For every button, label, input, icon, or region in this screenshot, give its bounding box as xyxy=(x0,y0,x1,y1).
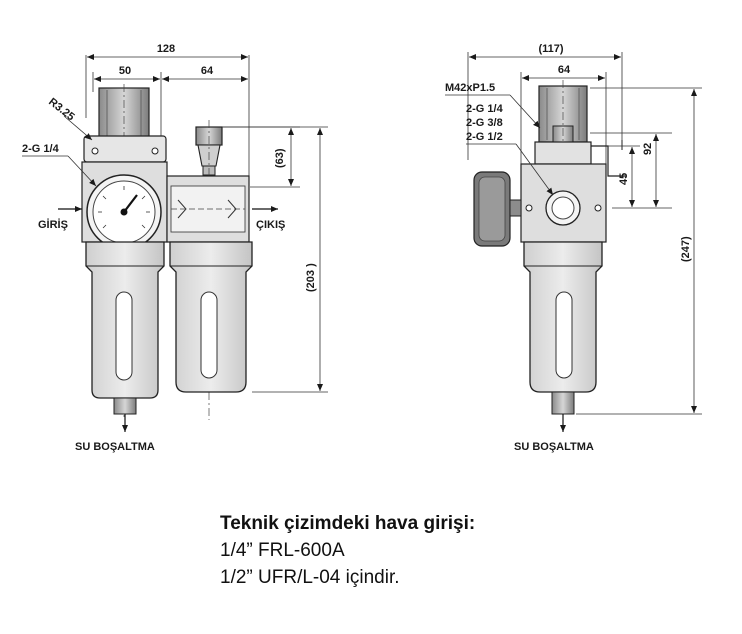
inlet-label: GİRİŞ xyxy=(38,218,68,231)
dim-92: 92 xyxy=(642,143,654,155)
thread-label: M42xP1.5 xyxy=(445,82,495,94)
dim-total-height: (203 ) xyxy=(305,263,317,292)
dim-overall-width: 128 xyxy=(157,43,175,55)
caption-line-1: 1/4” FRL-600A xyxy=(220,540,345,561)
caption-block: Teknik çizimdeki hava girişi: 1/4” FRL-6… xyxy=(220,510,475,591)
right-sight-window xyxy=(555,291,573,379)
drain-label-right: SU BOŞALTMA xyxy=(514,441,594,453)
dim-lubricator-width: 64 xyxy=(201,65,214,77)
dim-body-width: 64 xyxy=(558,64,571,76)
lubricator-sight-window xyxy=(200,291,218,379)
caption-line-2: 1/2” UFR/L-04 içindir. xyxy=(220,567,400,588)
left-view: 128 50 64 xyxy=(22,43,328,453)
sight-window xyxy=(115,291,133,381)
dim-total-height-right: (247) xyxy=(680,236,692,262)
right-view: (117) 64 M42xP1.5 xyxy=(445,43,702,453)
port-label-3: 2-G 1/2 xyxy=(466,131,503,143)
mounting-bracket xyxy=(591,145,626,177)
dim-upper-height: (63) xyxy=(274,148,286,168)
port-label-1: 2-G 1/4 xyxy=(466,103,504,115)
port-label: 2-G 1/4 xyxy=(22,143,60,155)
port-label-2: 2-G 3/8 xyxy=(466,117,503,129)
gauge-needle xyxy=(123,194,138,213)
outlet-label: ÇIKIŞ xyxy=(256,219,285,231)
drain-valve xyxy=(113,397,137,415)
right-drain-valve xyxy=(551,391,575,415)
dim-regulator-width: 50 xyxy=(119,65,131,77)
dim-overall-width-right: (117) xyxy=(538,43,563,55)
dim-45: 45 xyxy=(618,173,630,185)
drain-label-left: SU BOŞALTMA xyxy=(75,441,155,453)
radius-label: R3.25 xyxy=(46,96,77,124)
caption-heading: Teknik çizimdeki hava girişi: xyxy=(220,513,476,534)
